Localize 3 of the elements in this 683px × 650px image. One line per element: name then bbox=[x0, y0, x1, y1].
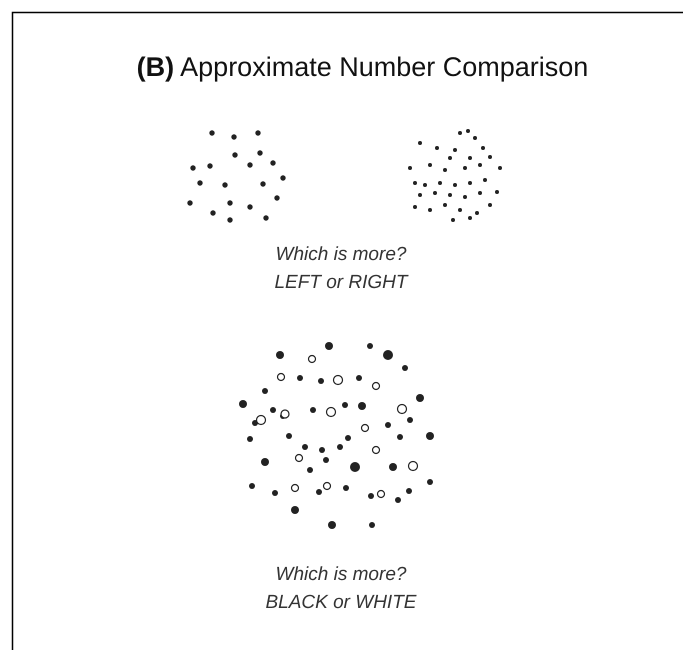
question-text: Which is more? BLACK or WHITE bbox=[264, 563, 418, 615]
title: (B) Approximate Number Comparison bbox=[136, 52, 590, 83]
question-text: Which is more? LEFT or RIGHT bbox=[273, 243, 410, 295]
